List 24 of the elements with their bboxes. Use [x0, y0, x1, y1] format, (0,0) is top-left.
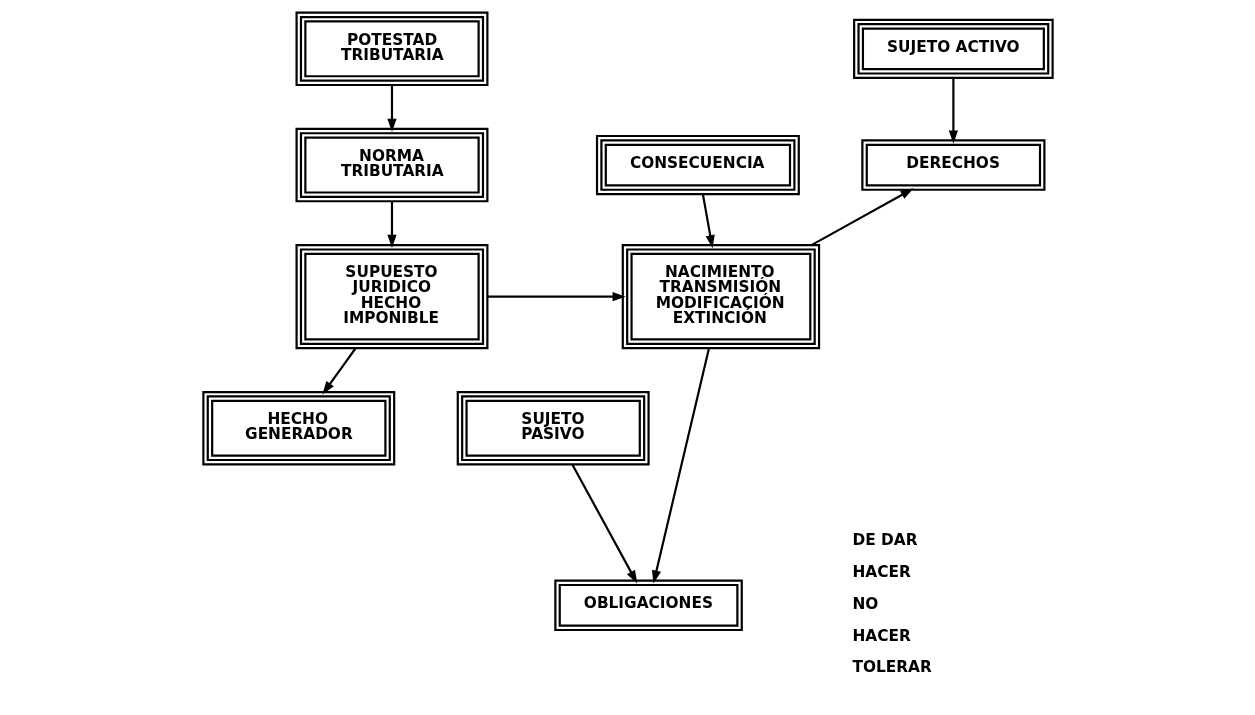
arrow: [651, 348, 710, 584]
label: HACER: [852, 626, 911, 645]
arrow: [486, 292, 626, 302]
node-box: OBLIGACIONES: [553, 579, 743, 632]
arrow: [321, 347, 356, 395]
node-box: SUPUESTO JURIDICO HECHO IMPONIBLE: [295, 244, 488, 350]
arrow: [701, 194, 715, 249]
arrow: [386, 201, 397, 249]
arrow: [810, 188, 914, 246]
node-box: POTESTAD TRIBUTARIA: [295, 11, 488, 87]
arrow: [948, 78, 958, 144]
arrow: [386, 85, 397, 133]
label: HACER: [852, 563, 911, 582]
label: NO: [852, 594, 878, 613]
label: DE DAR: [852, 531, 918, 550]
node-box: CONSECUENCIA: [595, 134, 800, 196]
node-box: NORMA TRIBUTARIA: [295, 127, 488, 203]
node-box: SUJETO ACTIVO: [852, 18, 1054, 79]
label: TOLERAR: [852, 658, 932, 677]
node-box: SUJETO PASIVO: [456, 390, 650, 466]
node-box: DERECHOS: [860, 139, 1045, 191]
arrow: [571, 464, 637, 584]
node-box: NACIMIENTO TRANSMISIÓN MODIFICACIÓN EXTINCIÓN: [621, 244, 820, 350]
node-box: HECHO GENERADOR: [201, 390, 395, 466]
